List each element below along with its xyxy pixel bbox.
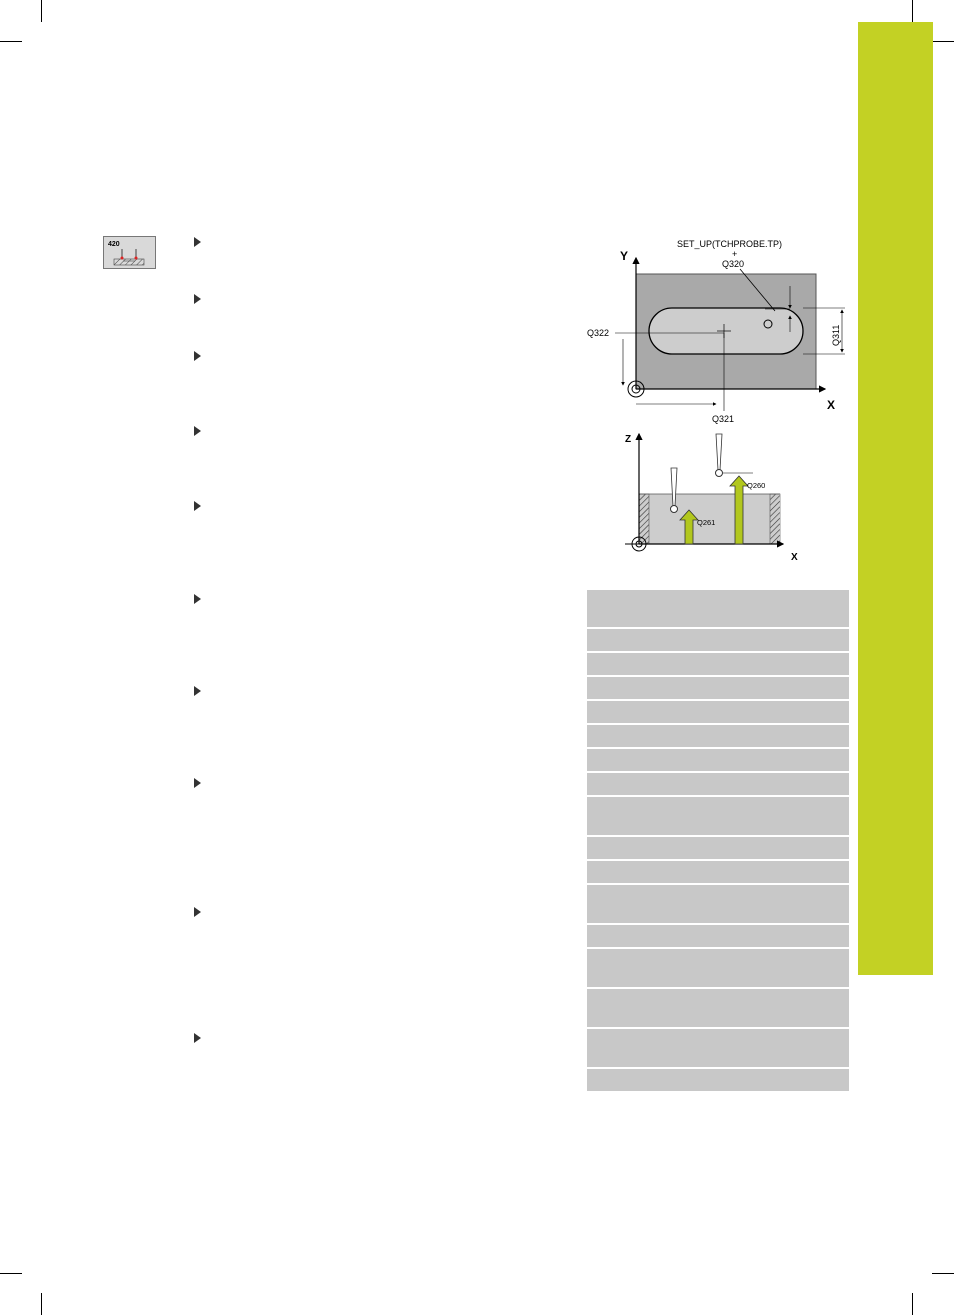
parameter-bullet (194, 294, 201, 304)
parameter-bullet (194, 501, 201, 511)
q261-arrow (679, 509, 699, 545)
table-row (587, 925, 849, 949)
table-row (587, 885, 849, 925)
chapter-side-tab (858, 22, 933, 975)
table-row (587, 989, 849, 1029)
crop-mark (912, 0, 913, 22)
datum-symbol (631, 536, 647, 552)
parameter-bullet (194, 237, 201, 247)
q260-label: Q260 (747, 481, 765, 490)
parameter-bullet (194, 1033, 201, 1043)
q320-label: Q320 (722, 259, 744, 269)
crop-mark (932, 41, 954, 42)
table-row (587, 725, 849, 749)
table-row (587, 629, 849, 653)
parameter-bullet (194, 351, 201, 361)
probe-stylus-right (715, 433, 723, 471)
table-row (587, 749, 849, 773)
crop-mark (0, 1273, 22, 1274)
parameter-bullet (194, 907, 201, 917)
q311-label: Q311 (831, 325, 841, 346)
setup-plus: + (732, 249, 737, 259)
q261-label: Q261 (697, 518, 715, 527)
x-axis-label: X (791, 552, 798, 563)
table-row (587, 773, 849, 797)
table-row (587, 701, 849, 725)
parameter-table (587, 590, 849, 1091)
datum-symbol (627, 380, 645, 398)
y-axis-label: Y (620, 249, 628, 263)
workpiece-section (639, 494, 779, 544)
table-row (587, 837, 849, 861)
q260-arrow (729, 475, 749, 545)
slot-xy-diagram: Y X SET_UP(TCHPROBE.TP) + Q320 Q311 Q322… (587, 239, 845, 424)
table-row (587, 590, 849, 629)
probe-position (763, 319, 773, 329)
x-axis-label: X (827, 398, 835, 412)
q322-label: Q322 (587, 328, 609, 338)
table-row (587, 797, 849, 837)
table-row (587, 949, 849, 989)
table-row (587, 1029, 849, 1069)
crop-mark (41, 0, 42, 22)
z-axis-label: Z (625, 434, 631, 445)
setup-label: SET_UP(TCHPROBE.TP) (677, 239, 782, 249)
table-row (587, 1069, 849, 1091)
parameter-bullet (194, 594, 201, 604)
crop-mark (932, 1273, 954, 1274)
crop-mark (912, 1293, 913, 1315)
q321-label: Q321 (712, 414, 734, 424)
cycle-420-icon[interactable]: 420 (103, 236, 156, 269)
table-row (587, 861, 849, 885)
parameter-bullet (194, 778, 201, 788)
cycle-number: 420 (108, 241, 120, 248)
slot-xz-diagram: Z X Q261 Q260 (625, 432, 798, 563)
table-row (587, 653, 849, 677)
parameter-bullet (194, 686, 201, 696)
crop-mark (41, 1293, 42, 1315)
crop-mark (0, 41, 22, 42)
table-row (587, 677, 849, 701)
parameter-bullet (194, 426, 201, 436)
